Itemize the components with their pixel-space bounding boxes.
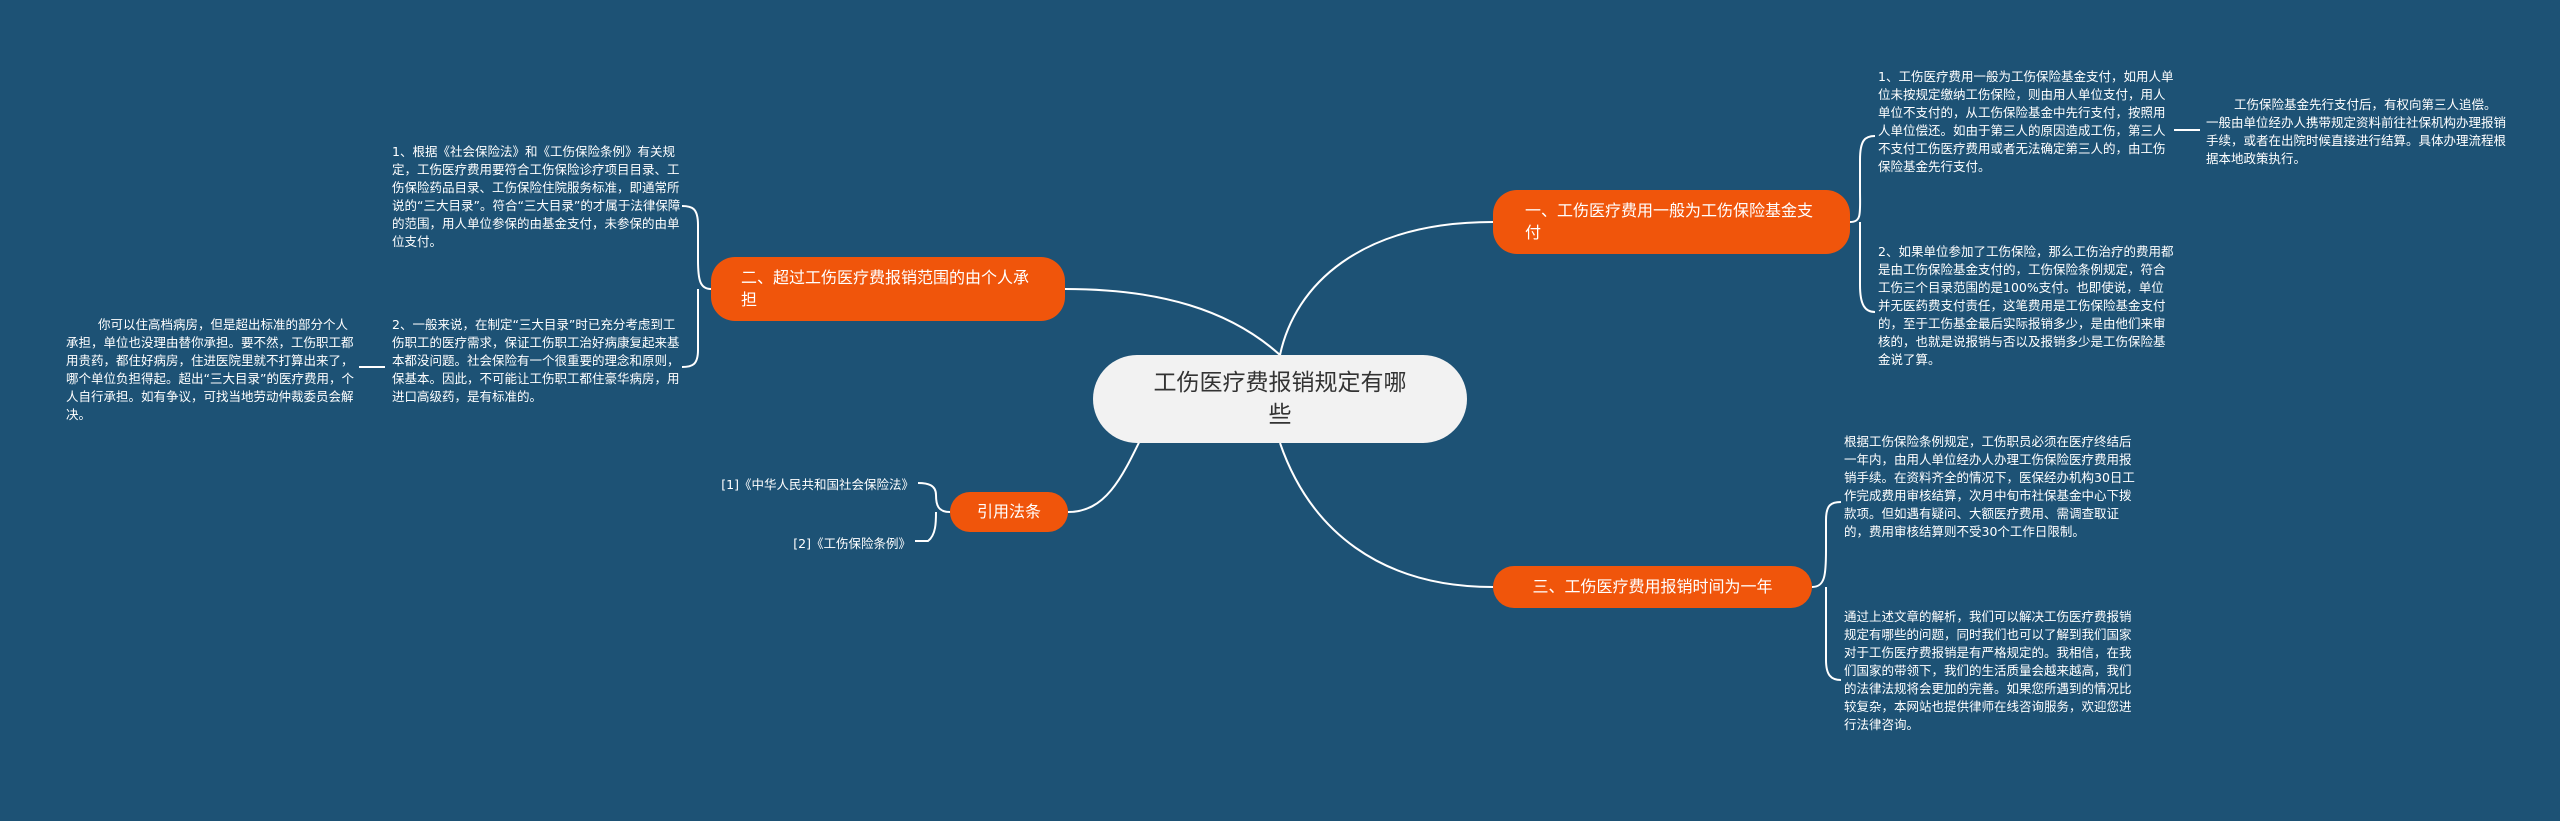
branch-label: 一、工伤医疗费用一般为工伤保险基金支付 — [1525, 201, 1814, 242]
branch-label: 三、工伤医疗费用报销时间为一年 — [1532, 577, 1773, 596]
leaf-text: 1、工伤医疗费用一般为工伤保险基金支付，如用人单位未按规定缴纳工伤保险，则由用人… — [1878, 69, 2174, 174]
branch-label: 引用法条 — [976, 502, 1041, 521]
leaf-text: 1、根据《社会保险法》和《工伤保险条例》有关规定，工伤医疗费用要符合工伤保险诊疗… — [392, 144, 681, 249]
leaf-text: 工伤保险基金先行支付后，有权向第三人追偿。一般由单位经办人携带规定资料前往社保机… — [2206, 97, 2507, 166]
ref-work-injury-regulations[interactable]: [2]《工伤保险条例》 — [793, 536, 911, 551]
branch-medical-fund-payment[interactable]: 一、工伤医疗费用一般为工伤保险基金支付 — [1493, 190, 1850, 254]
connector-b2-leaves — [681, 205, 712, 368]
leaf-text: 通过上述文章的解析，我们可以解决工伤医疗费报销规定有哪些的问题，同时我们也可以了… — [1844, 609, 2132, 732]
connector-b4 — [1279, 442, 1494, 588]
connector-b1 — [1279, 221, 1494, 356]
branch-individual-burden[interactable]: 二、超过工伤医疗费报销范围的由个人承担 — [711, 257, 1065, 321]
branch-label: 二、超过工伤医疗费报销范围的由个人承担 — [741, 268, 1030, 309]
leaf-text: 你可以住高档病房，但是超出标准的部分个人承担，单位也没理由替你承担。要不然，工伤… — [66, 317, 354, 422]
leaf-text: 根据工伤保险条例规定，工伤职员必须在医疗终结后一年内，由用人单位经办人办理工伤保… — [1844, 434, 2135, 539]
connector-b4-leaves — [1811, 501, 1842, 681]
central-topic[interactable]: 工伤医疗费报销规定有哪些 — [1093, 355, 1467, 443]
connector-b1-leaves — [1849, 135, 1876, 313]
leaf-text: 2、一般来说，在制定“三大目录”时已充分考虑到工伤职工的医疗需求，保证工伤职工治… — [392, 317, 680, 404]
leaf-text: 2、如果单位参加了工伤保险，那么工伤治疗的费用都是由工伤保险基金支付的，工伤保险… — [1878, 244, 2174, 367]
connector-b3-refs — [915, 482, 951, 542]
branch-reimbursement-period[interactable]: 三、工伤医疗费用报销时间为一年 — [1493, 566, 1812, 608]
connector-b2 — [1064, 288, 1281, 356]
ref-social-insurance-law[interactable]: [1]《中华人民共和国社会保险法》 — [721, 477, 914, 492]
branch-cited-laws[interactable]: 引用法条 — [950, 492, 1068, 532]
